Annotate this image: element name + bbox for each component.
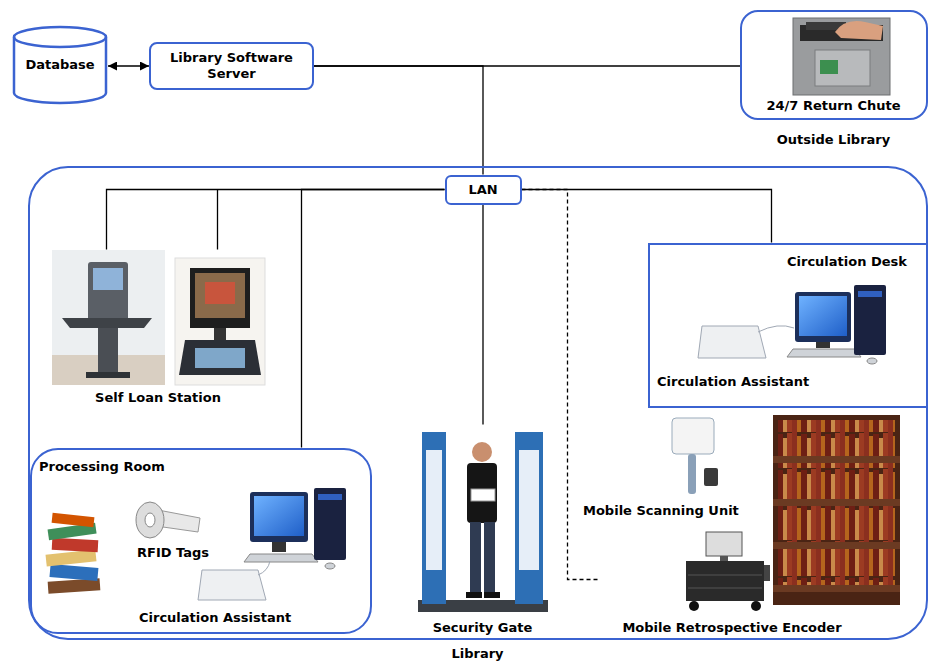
books-stack [46, 513, 101, 594]
library-area: LibraryLANSelf Loan StationProcessing Ro… [28, 166, 928, 640]
node-title: 24/7 Return Chute [740, 98, 928, 114]
node-text: Circulation Assistant [139, 610, 291, 626]
node-text: Circulation Assistant [657, 374, 809, 390]
lan-box: LAN [445, 175, 522, 205]
node-title: Database [25, 57, 94, 73]
node-text: Outside Library [740, 132, 928, 148]
rfid-reader [698, 326, 794, 358]
node-title: Processing Room [39, 459, 165, 475]
station-group: Self Loan Station [52, 250, 265, 408]
encoder-group: Mobile Retrospective Encoder [600, 528, 865, 638]
network-link [302, 190, 445, 448]
node-text: RFID Tags [137, 545, 209, 561]
rfid-reader [198, 561, 270, 600]
node-title: Mobile Retrospective Encoder [600, 620, 865, 636]
gate-group: Security Gate [418, 425, 548, 637]
network-link [108, 65, 149, 66]
computer [244, 488, 346, 569]
return-chute-photo [793, 18, 890, 95]
network-link [107, 190, 445, 250]
room-box: Processing RoomRFID TagsCirculation Assi… [30, 448, 372, 634]
outside-area: 24/7 Return ChuteOutside Library [740, 10, 928, 120]
node-title: Library [28, 646, 928, 662]
computer [787, 285, 886, 364]
scanner-wand [672, 418, 718, 494]
dashed-link [522, 190, 600, 580]
kiosk-photo [52, 250, 165, 385]
server-box: Library Software Server [149, 42, 314, 90]
part-label: Mobile Scanning Unit [583, 503, 739, 519]
network-link [314, 66, 483, 175]
rfid-tag-roll [136, 502, 200, 538]
node-title: LAN [468, 182, 497, 198]
database-cylinder: Database [12, 25, 108, 105]
encoder-cart [686, 532, 770, 611]
node-title: Security Gate [418, 620, 548, 636]
network-link [522, 190, 772, 243]
bookshelf-photo [773, 415, 900, 605]
desk-box: Circulation DeskCirculation Assistant [648, 243, 928, 408]
kiosk-photo [175, 258, 265, 385]
security-gate-photo [418, 432, 548, 612]
node-title: Self Loan Station [52, 390, 265, 406]
node-title: Library Software Server [159, 50, 305, 82]
network-link [482, 205, 483, 425]
node-title: Circulation Desk [787, 254, 907, 270]
